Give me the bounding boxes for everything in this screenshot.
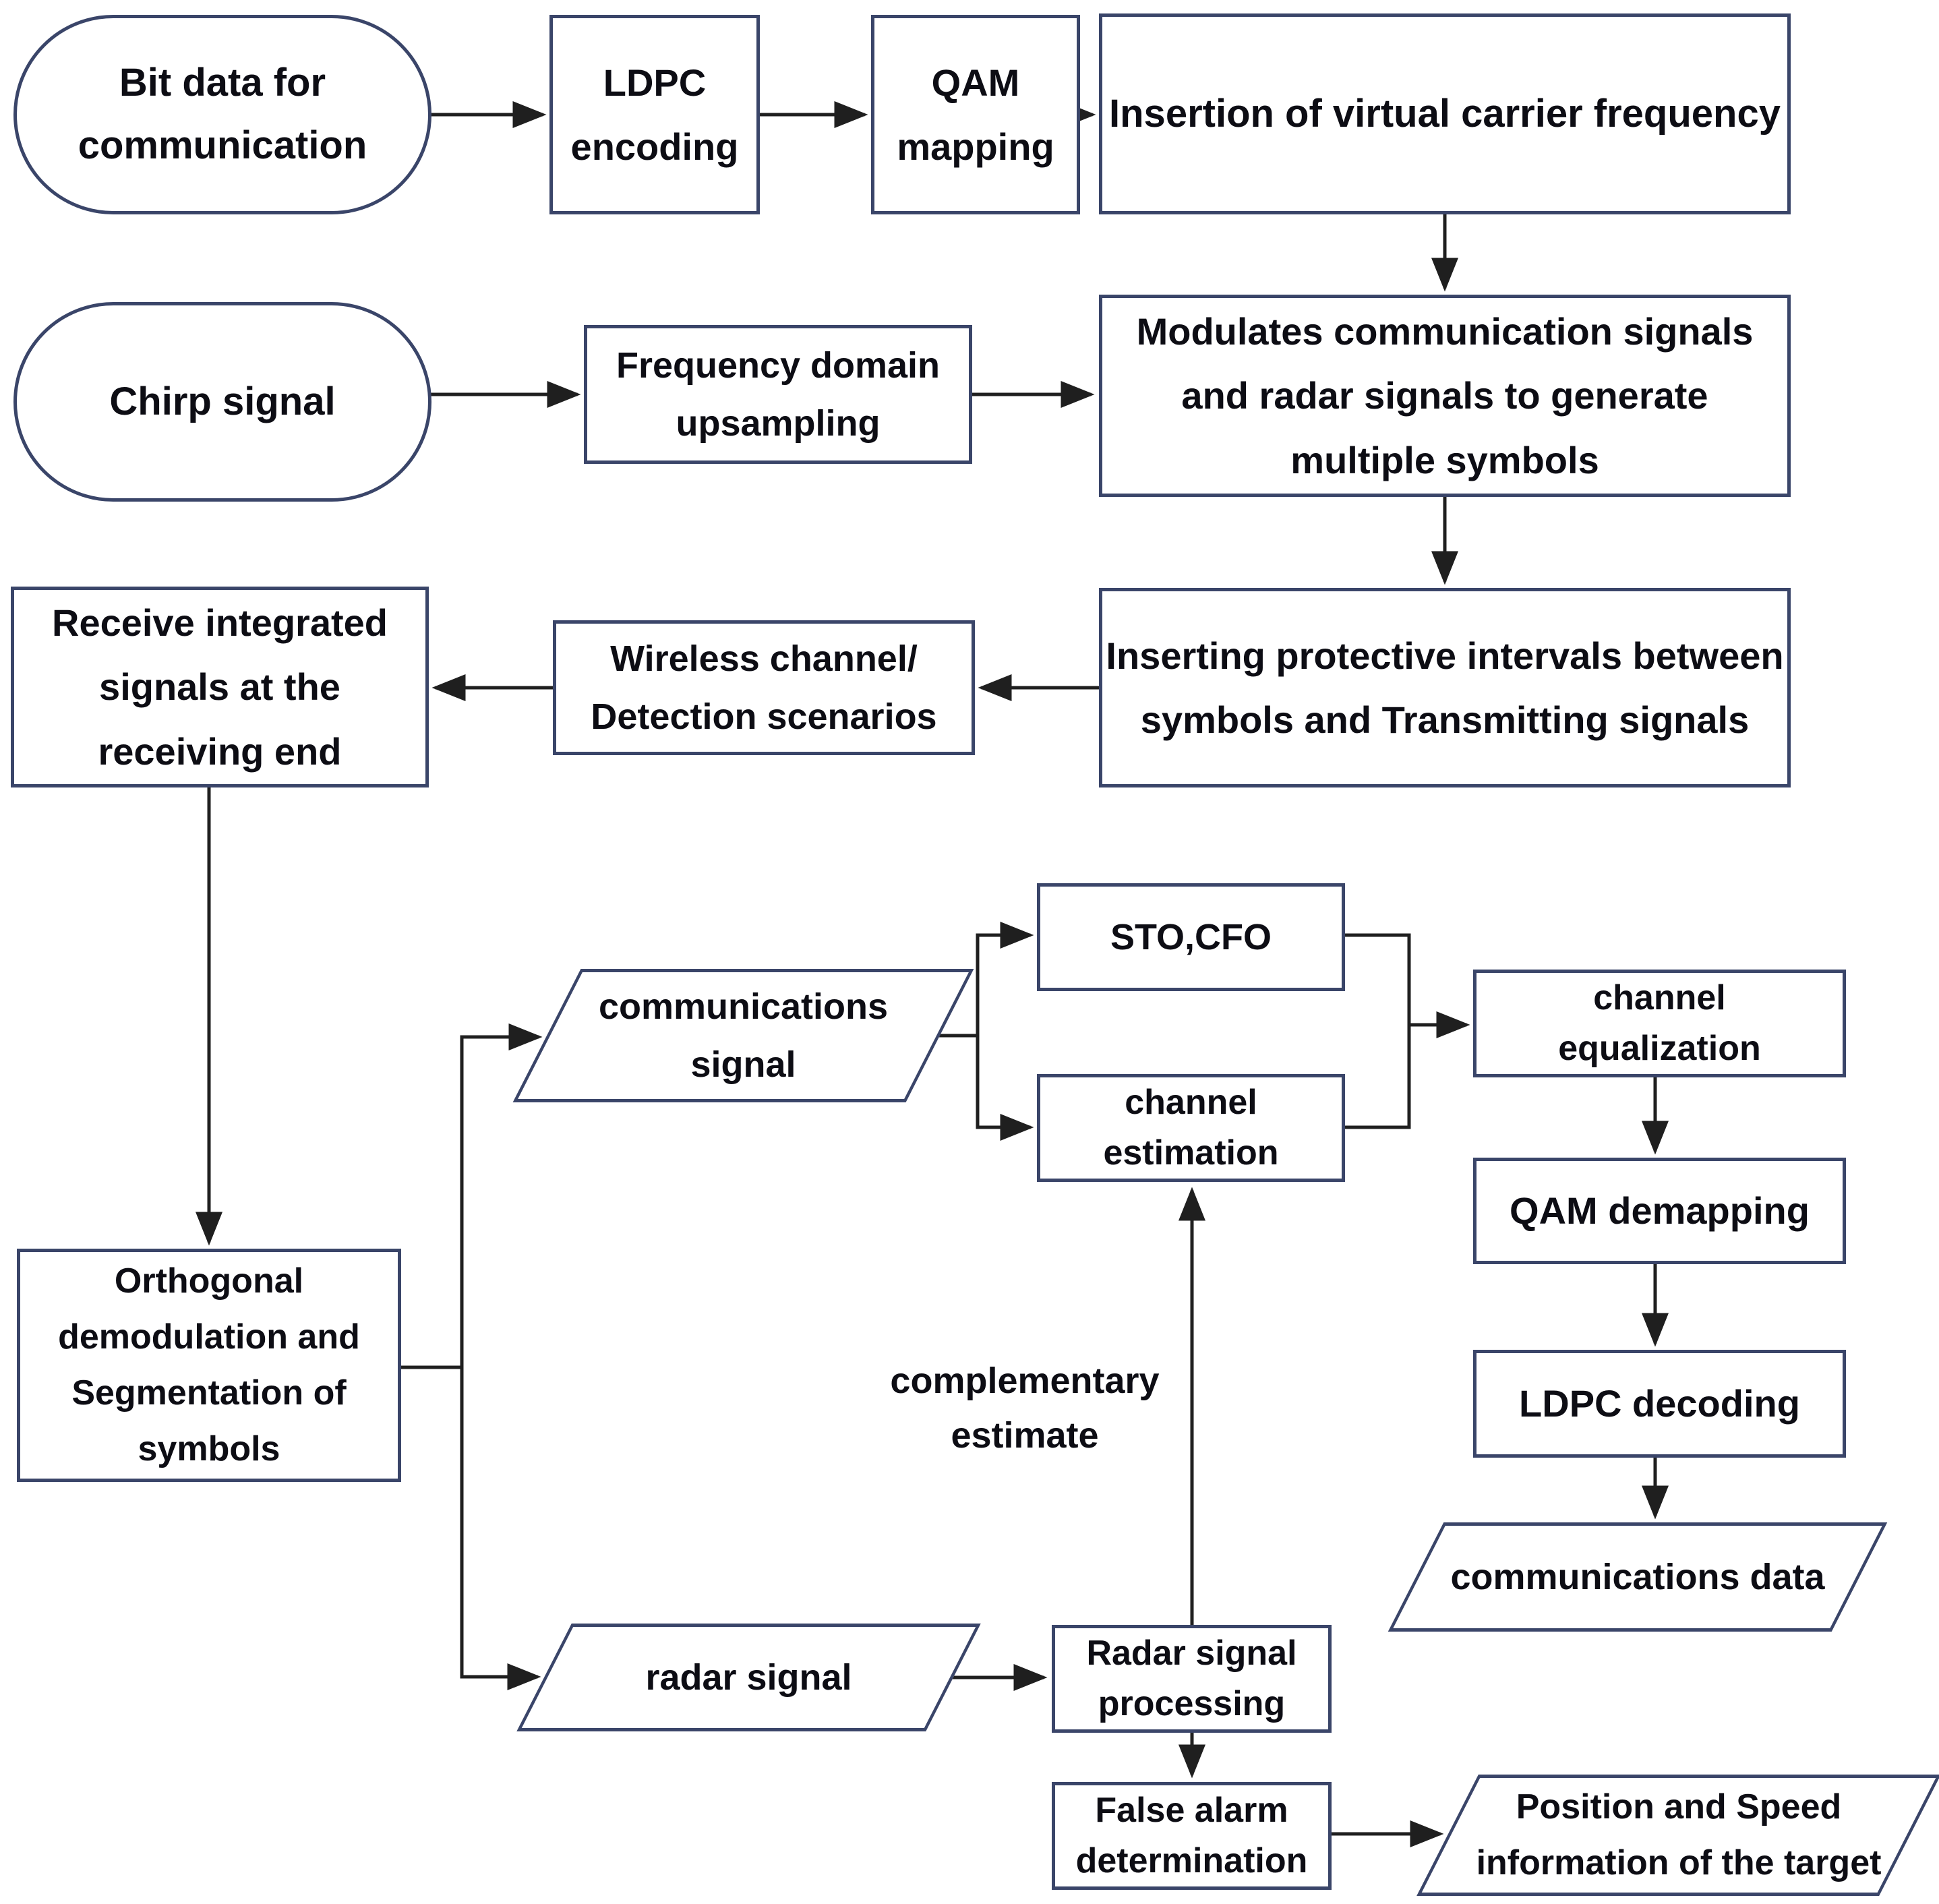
node-label: Chirp signal	[109, 379, 336, 423]
node-label: LDPC decoding	[1519, 1382, 1800, 1425]
node-label: STO,CFO	[1110, 916, 1272, 957]
node-radar-signal: radar signal	[516, 1624, 981, 1731]
node-qam-demapping: QAM demapping	[1473, 1158, 1846, 1264]
node-label: QAM demapping	[1510, 1189, 1810, 1232]
node-communications-data: communications data	[1388, 1522, 1888, 1632]
node-label: radar signal	[645, 1657, 852, 1698]
node-sto-cfo: STO,CFO	[1037, 883, 1345, 991]
node-wireless-channel: Wireless channel/Detection scenarios	[553, 620, 975, 755]
node-ldpc-decoding: LDPC decoding	[1473, 1350, 1846, 1458]
node-chirp-signal: Chirp signal	[13, 302, 431, 502]
node-insertion-virtual-carrier: Insertion of virtual carrier frequency	[1099, 13, 1791, 214]
node-label: communications data	[1450, 1556, 1825, 1597]
node-label: Wireless channel/Detection scenarios	[591, 638, 937, 737]
node-label: Insertion of virtual carrier frequency	[1109, 92, 1781, 136]
